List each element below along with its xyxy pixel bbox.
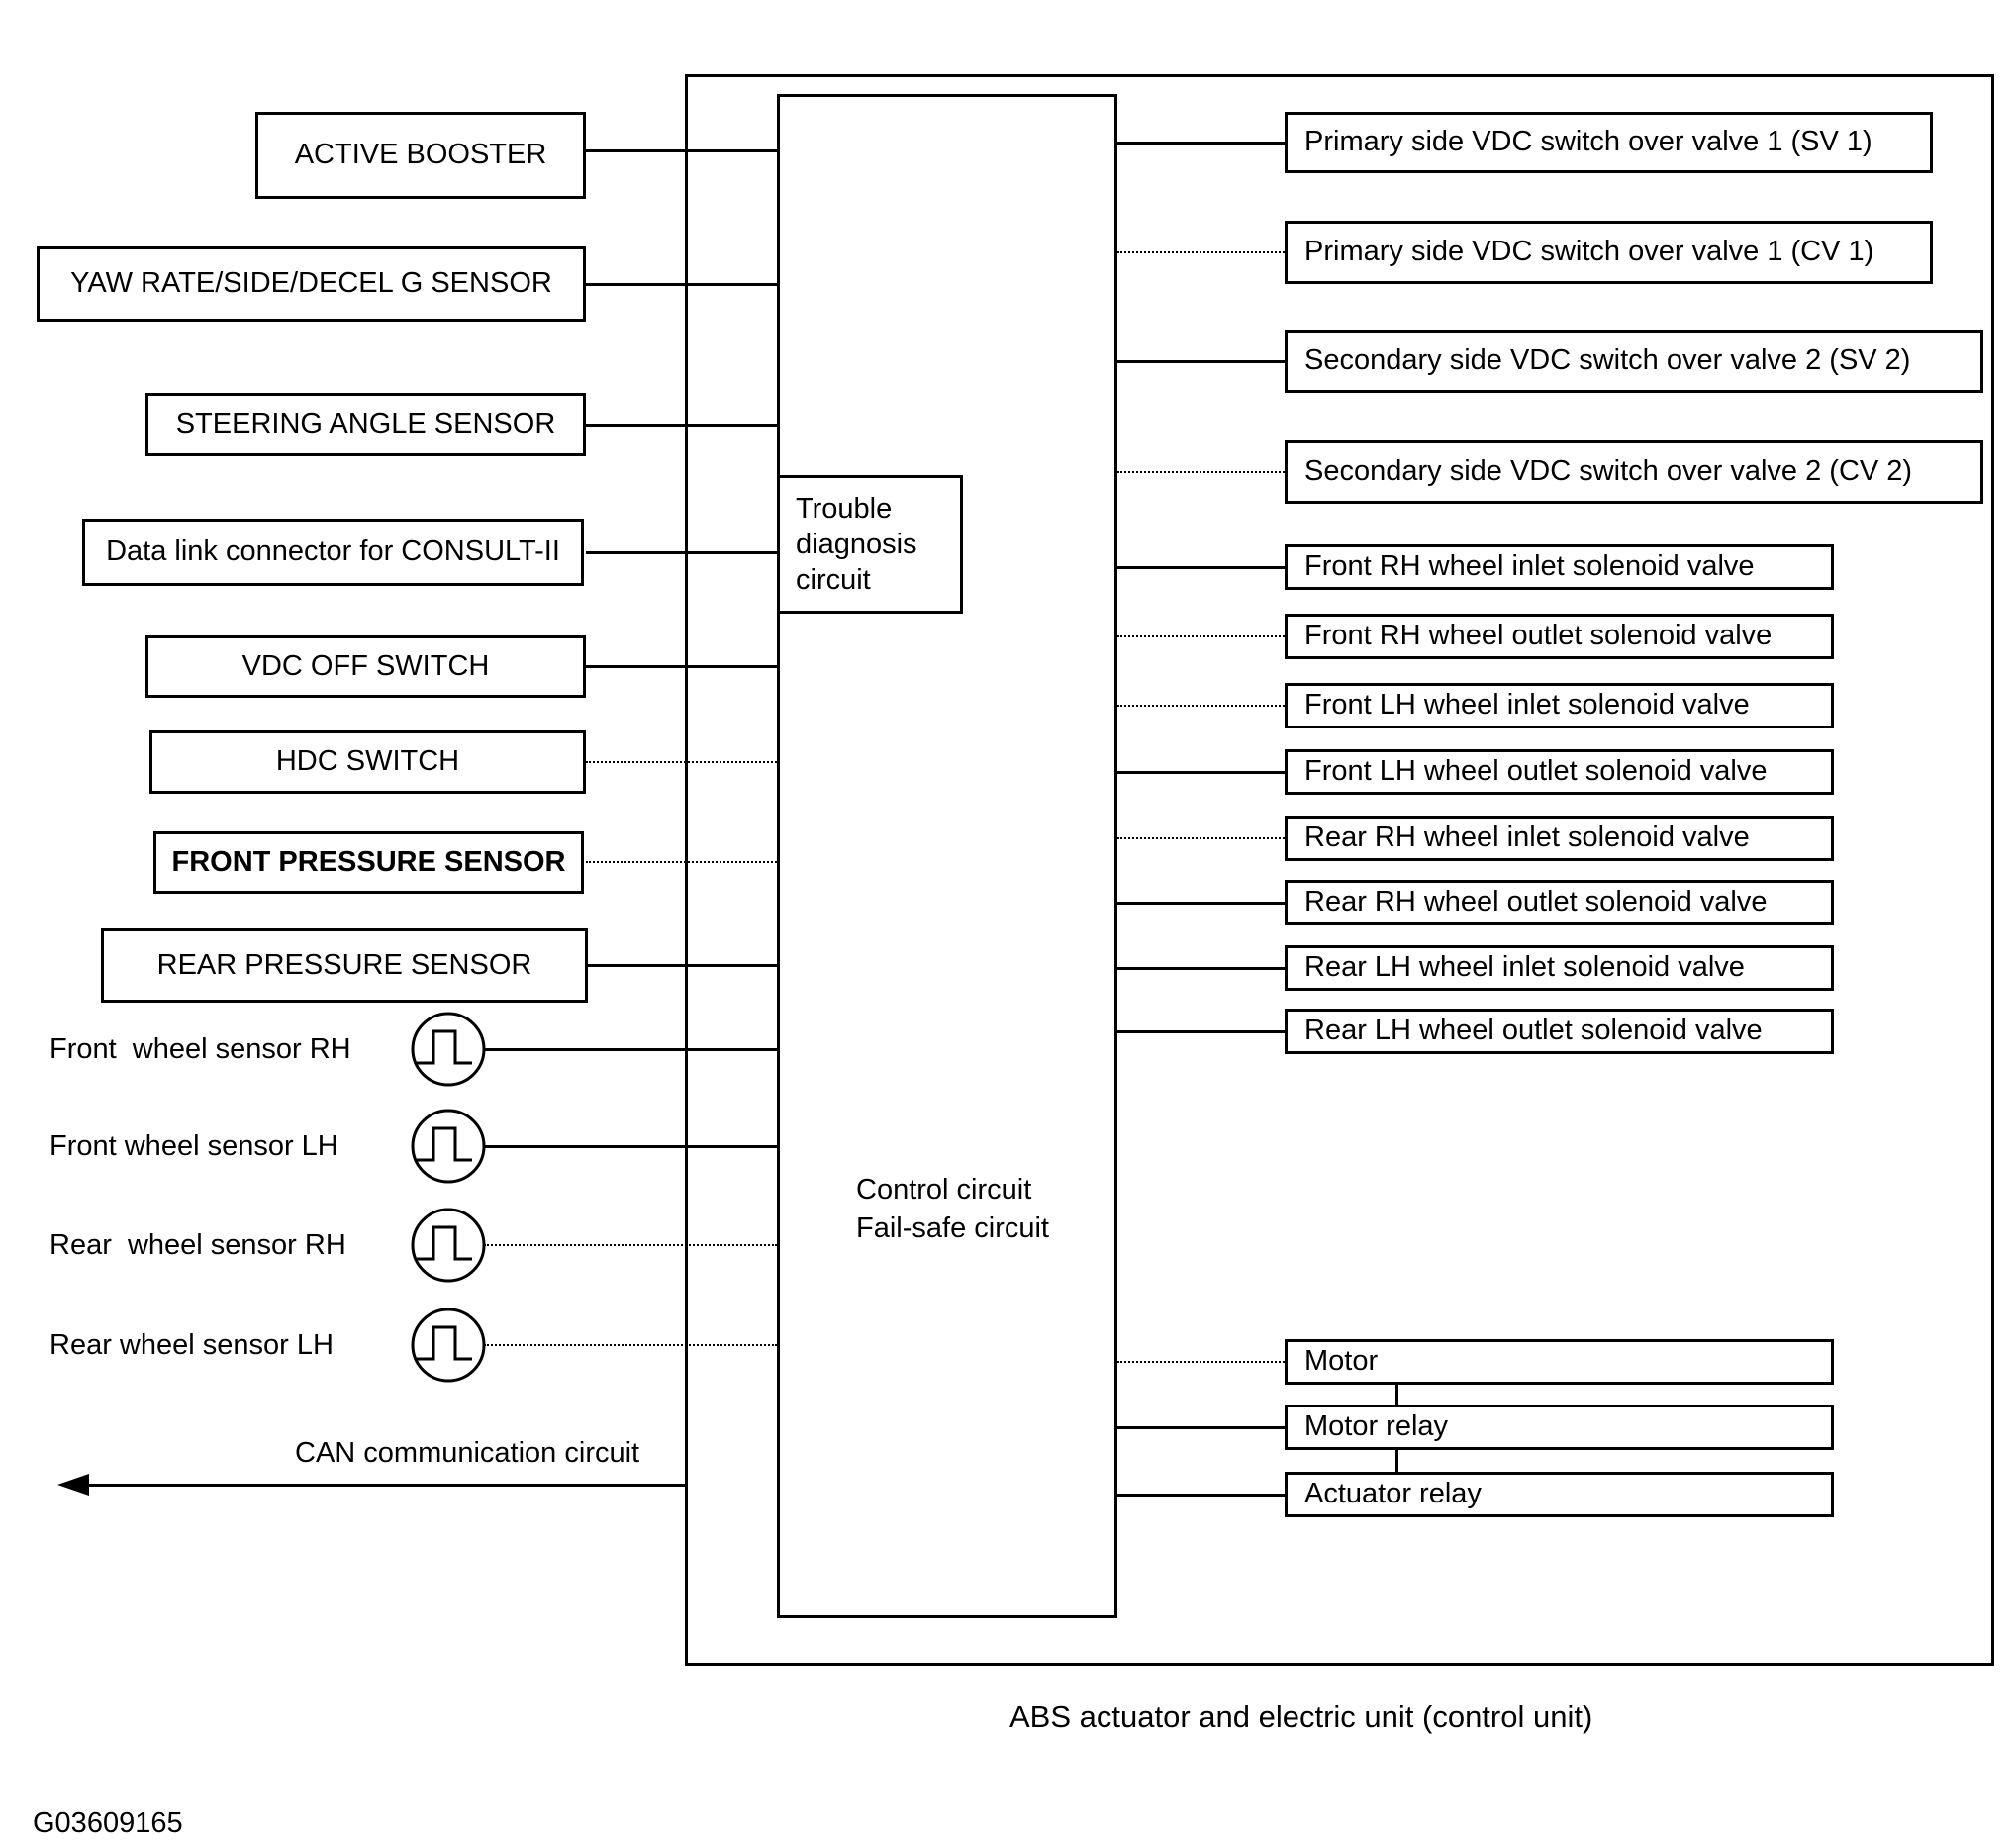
connector-line-right <box>1117 1361 1285 1363</box>
output-box-right: Rear RH wheel outlet solenoid valve <box>1285 880 1834 925</box>
wheel-speed-sensor-icon <box>410 1307 487 1384</box>
output-box-right: Front LH wheel inlet solenoid valve <box>1285 683 1834 728</box>
output-box-right: Primary side VDC switch over valve 1 (CV… <box>1285 221 1933 284</box>
wheel-sensor-label: Rear wheel sensor LH <box>49 1329 334 1361</box>
connector-line-right <box>1117 251 1285 253</box>
connector-line-right <box>1117 635 1285 637</box>
input-box-left: HDC SWITCH <box>149 730 586 794</box>
output-box-right: Front RH wheel inlet solenoid valve <box>1285 544 1834 590</box>
wheel-sensor-label: Rear wheel sensor RH <box>49 1229 346 1261</box>
trouble-diagnosis-circuit-box: Trouble diagnosis circuit <box>777 475 963 614</box>
figure-id: G03609165 <box>33 1807 183 1839</box>
output-box-right: Rear LH wheel inlet solenoid valve <box>1285 945 1834 991</box>
output-box-right: Rear RH wheel inlet solenoid valve <box>1285 816 1834 861</box>
connector-line-sensor <box>484 1344 777 1346</box>
can-communication-line <box>87 1484 685 1487</box>
connector-line-right <box>1117 837 1285 839</box>
connector-line-left <box>586 964 777 967</box>
connector-line-right <box>1117 566 1285 569</box>
output-box-right: Actuator relay <box>1285 1472 1834 1517</box>
connector-line-left <box>586 283 777 286</box>
input-box-left: ACTIVE BOOSTER <box>255 112 586 199</box>
control-circuit-label: Control circuit <box>856 1174 1032 1206</box>
output-box-right: Secondary side VDC switch over valve 2 (… <box>1285 330 1983 393</box>
output-box-right: Motor relay <box>1285 1405 1834 1450</box>
wheel-speed-sensor-icon <box>410 1108 487 1185</box>
connector-line-left <box>586 424 777 427</box>
connector-line-right <box>1117 471 1285 473</box>
connector-line-right <box>1117 1426 1285 1429</box>
connector-line-right <box>1117 967 1285 970</box>
output-box-right: Rear LH wheel outlet solenoid valve <box>1285 1009 1834 1054</box>
connector-line-right <box>1117 1494 1285 1497</box>
pulse-wave-icon <box>411 1109 486 1184</box>
connector-line-left <box>586 861 777 863</box>
output-box-right: Primary side VDC switch over valve 1 (SV… <box>1285 112 1933 173</box>
connector-line-right <box>1117 1030 1285 1033</box>
fail-safe-circuit-label: Fail-safe circuit <box>856 1212 1049 1244</box>
control-circuit-label-block: Control circuit Fail-safe circuit <box>856 1171 1049 1248</box>
input-box-left: STEERING ANGLE SENSOR <box>145 393 586 456</box>
motor-relay-to-actuator-relay-link <box>1395 1448 1398 1474</box>
abs-unit-outline <box>685 74 1994 1666</box>
input-box-left: VDC OFF SWITCH <box>145 635 586 698</box>
can-arrow-icon <box>57 1474 89 1496</box>
connector-line-sensor <box>484 1048 777 1051</box>
connector-line-left <box>586 149 777 152</box>
output-box-right: Front RH wheel outlet solenoid valve <box>1285 614 1834 659</box>
input-box-left: FRONT PRESSURE SENSOR <box>153 831 584 894</box>
connector-line-left <box>586 665 777 668</box>
input-box-left: YAW RATE/SIDE/DECEL G SENSOR <box>37 246 586 322</box>
input-box-left: Data link connector for CONSULT-II <box>82 519 584 586</box>
output-box-right: Motor <box>1285 1339 1834 1385</box>
connector-line-right <box>1117 142 1285 145</box>
wheel-speed-sensor-icon <box>410 1207 487 1284</box>
wheel-sensor-label: Front wheel sensor RH <box>49 1033 351 1065</box>
connector-line-sensor <box>484 1145 777 1148</box>
output-box-right: Secondary side VDC switch over valve 2 (… <box>1285 440 1983 504</box>
connector-line-sensor <box>484 1244 777 1246</box>
trouble-diagnosis-circuit-label: Trouble diagnosis circuit <box>796 493 917 596</box>
pulse-wave-icon <box>411 1208 486 1283</box>
can-communication-label: CAN communication circuit <box>295 1437 640 1469</box>
output-box-right: Front LH wheel outlet solenoid valve <box>1285 749 1834 795</box>
connector-line-right <box>1117 360 1285 363</box>
wheel-speed-sensor-icon <box>410 1011 487 1088</box>
motor-to-motor-relay-link <box>1395 1383 1398 1406</box>
wheel-sensor-label: Front wheel sensor LH <box>49 1130 338 1162</box>
connector-line-right <box>1117 902 1285 905</box>
connector-line-left <box>586 551 777 554</box>
diagram-caption: ABS actuator and electric unit (control … <box>1009 1699 1593 1734</box>
control-circuit-outline <box>777 94 1117 1618</box>
pulse-wave-icon <box>411 1308 486 1383</box>
pulse-wave-icon <box>411 1012 486 1087</box>
connector-line-right <box>1117 705 1285 707</box>
connector-line-left <box>586 761 777 763</box>
connector-line-right <box>1117 771 1285 774</box>
input-box-left: REAR PRESSURE SENSOR <box>101 928 588 1003</box>
